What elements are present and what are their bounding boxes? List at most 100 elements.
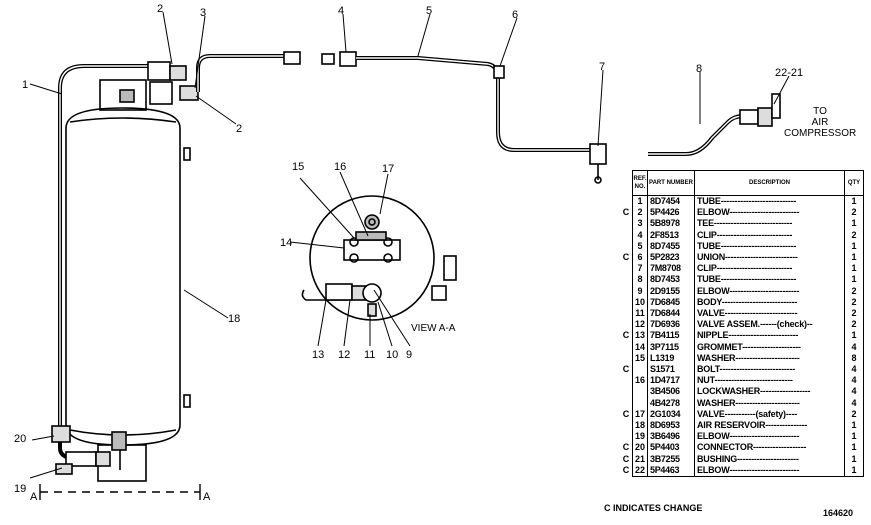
- quantity-cell: 2: [844, 308, 864, 320]
- callout-16: 16: [334, 161, 346, 173]
- quantity-cell: 4: [844, 397, 864, 409]
- callout-19: 19: [14, 483, 26, 495]
- ref-no-cell: 18: [632, 420, 648, 432]
- ref-no-cell: 7: [632, 263, 648, 275]
- part-number-cell: 3B7255: [647, 453, 695, 465]
- change-mark-cell: C: [622, 442, 630, 453]
- description-header: DESCRIPTION: [694, 170, 845, 196]
- description-cell: TEE----------------------------: [694, 218, 845, 230]
- part-number-cell: 7M8708: [647, 263, 695, 275]
- part-number-cell: 5P4426: [647, 207, 695, 219]
- ref-no-cell: 5: [632, 240, 648, 253]
- part-number-cell: 8D6953: [647, 420, 695, 432]
- callout-2b: 2: [236, 123, 242, 135]
- air-reservoir: [65, 79, 191, 482]
- quantity-cell: 4: [844, 375, 864, 387]
- change-mark-cell: [620, 353, 633, 364]
- ref-no-cell: 4: [632, 229, 648, 241]
- change-mark-cell: [620, 375, 633, 386]
- quantity-cell: 1: [844, 240, 864, 253]
- quantity-cell: 2: [844, 229, 864, 241]
- callout-13: 13: [312, 349, 324, 361]
- change-mark-cell: [620, 230, 633, 241]
- description-cell: BUSHING----------------------: [694, 453, 845, 465]
- part-number-cell: 8D7455: [647, 240, 695, 253]
- quantity-cell: 1: [844, 274, 864, 286]
- callout-18: 18: [228, 313, 240, 325]
- part-number-cell: 4B4278: [647, 397, 695, 409]
- quantity-cell: 2: [844, 207, 864, 219]
- callout-6: 6: [512, 9, 518, 21]
- ref-no-cell: 1: [632, 195, 648, 208]
- description-cell: ELBOW-------------------------: [694, 431, 845, 443]
- callout-12: 12: [338, 349, 350, 361]
- change-mark-cell: [620, 263, 633, 274]
- quantity-cell: 1: [844, 442, 864, 454]
- change-mark-cell: [620, 386, 633, 397]
- callout-11: 11: [364, 349, 375, 361]
- description-cell: NIPPLE-------------------------: [694, 330, 845, 342]
- ref-no-cell: 10: [632, 296, 648, 309]
- quantity-cell: 4: [844, 341, 864, 353]
- destination-label: TO AIR COMPRESSOR: [784, 106, 856, 139]
- description-cell: WASHER-----------------------: [694, 397, 845, 409]
- description-cell: VALVE--------------------------: [694, 308, 845, 320]
- ref-no-cell: 21: [632, 453, 648, 465]
- destination-line-3: COMPRESSOR: [784, 128, 857, 139]
- ref-no-header: REF. NO.: [632, 170, 648, 196]
- callout-5: 5: [426, 5, 432, 17]
- part-number-cell: 3B6496: [647, 431, 695, 443]
- change-mark-cell: [620, 241, 633, 252]
- change-mark-cell: C: [622, 364, 630, 375]
- change-mark-cell: [620, 274, 633, 285]
- change-column-header: [620, 171, 633, 196]
- description-cell: ELBOW-------------------------: [694, 464, 845, 478]
- description-cell: TUBE---------------------------: [694, 195, 845, 208]
- callout-8: 8: [696, 63, 702, 75]
- callout-10: 10: [386, 349, 398, 361]
- change-mark-cell: C: [622, 465, 630, 476]
- part-number-cell: 5P4403: [647, 442, 695, 454]
- change-mark-cell: [620, 420, 633, 431]
- quantity-cell: 2: [844, 296, 864, 309]
- part-number-cell: 7B4115: [647, 330, 695, 342]
- ref-no-cell: 19: [632, 431, 648, 443]
- ref-no-cell: 16: [632, 375, 648, 387]
- section-marker-right: A: [203, 491, 211, 503]
- change-mark-cell: [620, 431, 633, 442]
- description-cell: NUT----------------------------: [694, 375, 845, 387]
- change-mark-cell: [620, 218, 633, 229]
- callout-20: 20: [14, 433, 26, 445]
- quantity-cell: 2: [844, 319, 864, 331]
- description-cell: AIR RESERVOIR---------------: [694, 420, 845, 432]
- part-number-cell: 1D4717: [647, 375, 695, 387]
- change-mark-cell: [620, 308, 633, 319]
- callout-7: 7: [599, 61, 605, 73]
- view-label: VIEW A-A: [411, 323, 456, 334]
- ref-no-cell: 3: [632, 218, 648, 230]
- ref-no-cell: 14: [632, 341, 648, 353]
- quantity-cell: 1: [844, 330, 864, 342]
- description-cell: WASHER-----------------------: [694, 352, 845, 365]
- ref-no-cell: 20: [632, 442, 648, 454]
- description-cell: CONNECTOR-------------------: [694, 442, 845, 454]
- description-cell: GROMMET---------------------: [694, 341, 845, 353]
- description-cell: VALVE-----------(safety)----: [694, 408, 845, 421]
